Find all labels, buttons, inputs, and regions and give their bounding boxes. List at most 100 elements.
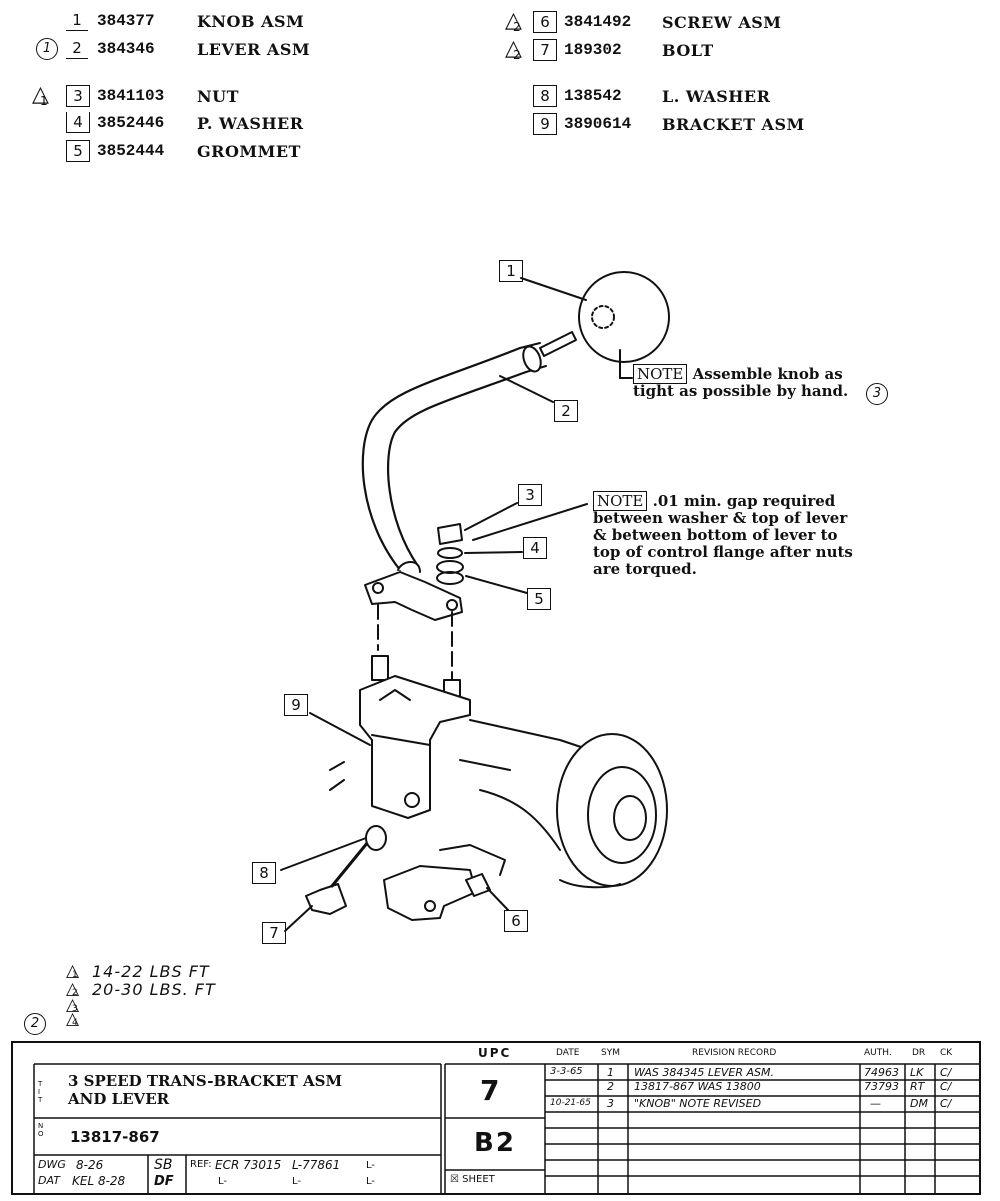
rev-sym: 2 xyxy=(607,1080,614,1093)
rev-auth: 74963 xyxy=(864,1066,899,1079)
triangle-marker-icon: △3 xyxy=(66,995,80,1015)
gap-note-line5: are torqued. xyxy=(593,560,697,578)
rev-ck: C/ xyxy=(940,1080,952,1093)
rev-header-record: REVISION RECORD xyxy=(692,1048,777,1058)
knob-note: NOTE Assemble knob as tight as possible … xyxy=(633,364,863,400)
drawn-by: SB xyxy=(154,1157,173,1173)
torque-spec-1: 14-22 LBS FT xyxy=(92,962,210,981)
part-desc: GROMMET xyxy=(197,142,301,161)
part-num-8: 8 xyxy=(533,85,557,107)
rev-dr: LK xyxy=(910,1066,924,1079)
callout-5: 5 xyxy=(527,588,551,610)
part-number: 384377 xyxy=(97,12,155,30)
part-number: 384346 xyxy=(97,40,155,58)
callout-7: 7 xyxy=(262,922,286,944)
rev-date: 3-3-65 xyxy=(550,1066,583,1077)
part-number: 138542 xyxy=(564,87,622,105)
rev-header-dr: DR xyxy=(912,1048,926,1058)
upc-label: UPC xyxy=(478,1046,512,1060)
triangle-marker-icon: △4 xyxy=(66,1009,80,1029)
drawing-title-line2: AND LEVER xyxy=(68,1090,170,1108)
revision-ref-marker: 2 xyxy=(24,1013,46,1035)
rev-record: 13817-867 WAS 13800 xyxy=(634,1080,761,1093)
knob-note-ref: 3 xyxy=(866,383,888,405)
part-desc: L. WASHER xyxy=(662,87,771,106)
part-number: 3852446 xyxy=(97,114,165,132)
part-desc: P. WASHER xyxy=(197,114,304,133)
part-number: 189302 xyxy=(564,41,622,59)
note-label: NOTE xyxy=(633,364,688,384)
part-num-1: 1 xyxy=(66,10,88,31)
triangle-marker-icon: △2 xyxy=(505,38,522,63)
ref-value: ECR 73015 xyxy=(215,1158,282,1172)
torque-spec-2: 20-30 LBS. FT xyxy=(92,980,216,999)
rev-header-date: DATE xyxy=(556,1048,580,1058)
rev-ck: C/ xyxy=(940,1066,952,1079)
part-num-5: 5 xyxy=(66,140,90,162)
knob-note-line2: tight as possible by hand. xyxy=(633,382,849,400)
gap-note-line3: & between bottom of lever to xyxy=(593,526,838,544)
gap-note-line4: top of control flange after nuts xyxy=(593,543,853,561)
rev-dr: DM xyxy=(910,1097,928,1110)
triangle-marker-icon: △2 xyxy=(66,979,80,999)
part-desc: NUT xyxy=(197,87,239,106)
gap-note-line1: .01 min. gap required xyxy=(652,492,836,510)
upc-value: 7 xyxy=(480,1074,500,1107)
part-desc: KNOB ASM xyxy=(197,12,305,31)
triangle-marker-icon: △1 xyxy=(32,84,49,109)
part-desc: SCREW ASM xyxy=(662,13,782,32)
callout-6: 6 xyxy=(504,910,528,932)
sheet-label: ☒ SHEET xyxy=(450,1174,495,1185)
dwg-label: DWG xyxy=(38,1158,66,1171)
part-num-7: 7 xyxy=(533,39,557,61)
dat-value: KEL 8-28 xyxy=(72,1174,126,1188)
callout-9: 9 xyxy=(284,694,308,716)
rev-record: "KNOB" NOTE REVISED xyxy=(634,1097,762,1110)
callout-1: 1 xyxy=(499,260,523,282)
part-num-2: 2 xyxy=(66,38,88,59)
side-no-label: N O xyxy=(38,1122,44,1138)
rev-ck: C/ xyxy=(940,1097,952,1110)
callout-3: 3 xyxy=(518,484,542,506)
part-num-4: 4 xyxy=(66,112,90,133)
triangle-marker-icon: △1 xyxy=(66,961,80,981)
callout-2: 2 xyxy=(554,400,578,422)
rev-auth: — xyxy=(870,1097,881,1110)
ref-l1: L-77861 xyxy=(292,1158,341,1172)
side-title-label: T I T xyxy=(38,1080,43,1104)
callout-4: 4 xyxy=(523,537,547,559)
callout-8: 8 xyxy=(252,862,276,884)
part-number: 3841492 xyxy=(564,13,632,31)
part-desc: LEVER ASM xyxy=(197,40,311,59)
dwg-date: 8-26 xyxy=(76,1158,104,1172)
ref-l: L- xyxy=(292,1176,302,1187)
note-label: NOTE xyxy=(593,491,648,511)
knob-shape xyxy=(578,271,670,363)
rev-header-sym: SYM xyxy=(601,1048,620,1058)
rev-dr: RT xyxy=(910,1080,925,1093)
rev-record: WAS 384345 LEVER ASM. xyxy=(634,1066,775,1079)
part-num-3: 3 xyxy=(66,85,90,107)
ref-l: L- xyxy=(218,1176,228,1187)
part-desc: BRACKET ASM xyxy=(662,115,805,134)
dat-label: DAT xyxy=(38,1174,60,1187)
ref-label: REF: xyxy=(190,1159,212,1170)
drawing-title-line1: 3 SPEED TRANS-BRACKET ASM xyxy=(68,1072,343,1090)
triangle-marker-num: 2 xyxy=(513,20,521,34)
rev-auth: 73793 xyxy=(864,1080,899,1093)
rev-header-ck: CK xyxy=(940,1048,953,1058)
knob-hole xyxy=(591,305,615,329)
ref-l: L- xyxy=(366,1176,376,1187)
gap-note: NOTE .01 min. gap required between washe… xyxy=(593,491,863,578)
gap-note-line2: between washer & top of lever xyxy=(593,509,848,527)
drawing-number: 13817-867 xyxy=(70,1128,160,1146)
part-num-9: 9 xyxy=(533,113,557,135)
checked-by: DF xyxy=(154,1174,174,1189)
knob-note-line1: Assemble knob as xyxy=(692,365,843,383)
circle-marker: 1 xyxy=(36,38,58,60)
ref-l: L- xyxy=(366,1160,376,1171)
triangle-marker-num: 1 xyxy=(40,94,48,108)
part-desc: BOLT xyxy=(662,41,714,60)
